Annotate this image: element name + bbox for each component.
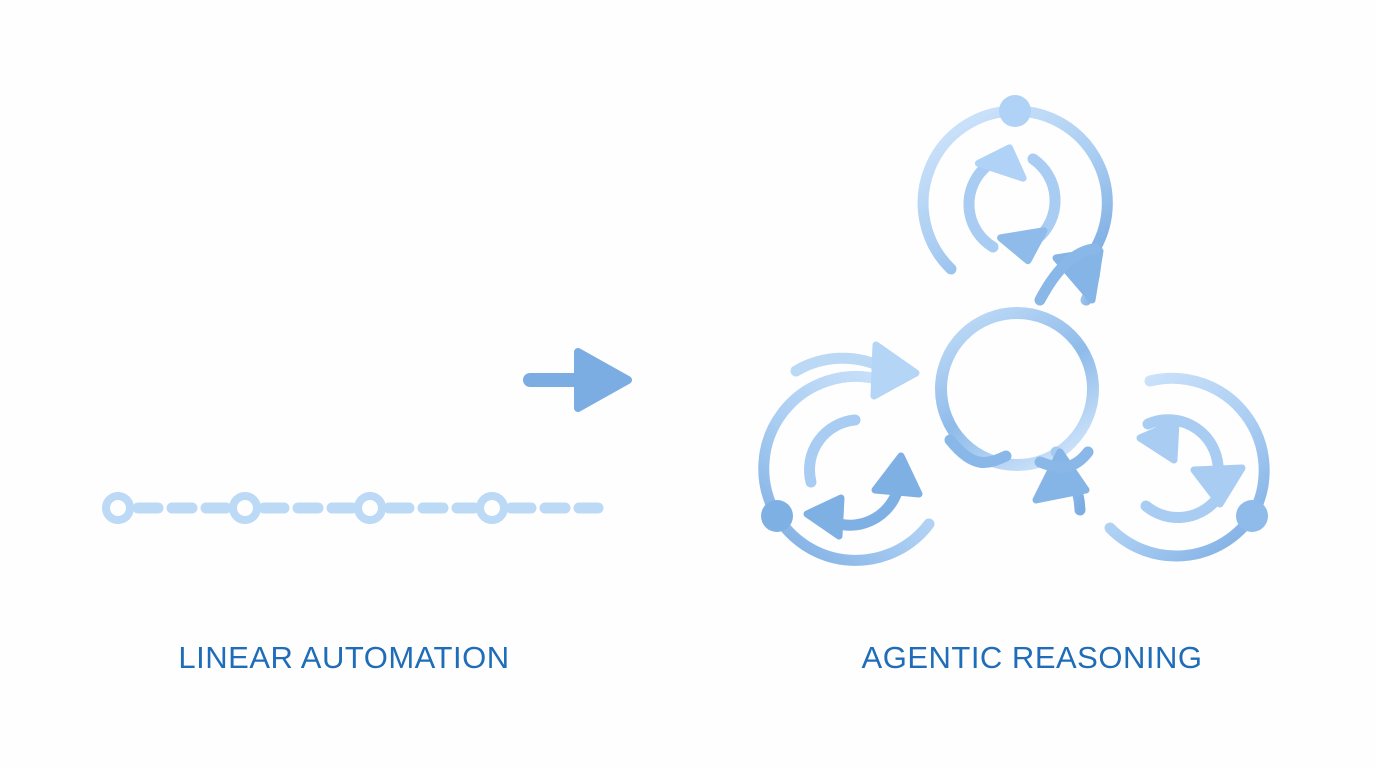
label-linear-automation: LINEAR AUTOMATION xyxy=(178,640,510,675)
loop-bl-node-dot xyxy=(761,500,793,532)
loop-bottom-right xyxy=(1104,372,1270,562)
center-hub-circle xyxy=(935,307,1099,471)
weave-left xyxy=(944,434,1012,468)
hub-ring xyxy=(935,307,1099,471)
loop-top-inner-arrowhead-up xyxy=(974,144,1027,182)
weave-right xyxy=(1034,446,1094,473)
arrowhead-icon xyxy=(574,348,632,412)
loop-bottom-left xyxy=(758,370,935,566)
panel-linear-automation: LINEAR AUTOMATION xyxy=(99,348,632,675)
connector-right-arrowhead-icon xyxy=(1032,448,1090,504)
loop-top xyxy=(917,95,1113,275)
connector-left-to-hub xyxy=(790,341,920,400)
node-circle-icon xyxy=(229,492,261,524)
linear-automation-graphic xyxy=(99,348,632,524)
loop-top-inner-arc-left xyxy=(963,159,999,253)
panel-agentic-reasoning: AGENTIC REASONING xyxy=(688,0,1376,768)
loop-br-inner-arc-upper xyxy=(1142,414,1224,480)
node-circle-icon xyxy=(354,492,386,524)
node-circle-icon xyxy=(102,492,134,524)
loop-bl-outer-ring xyxy=(758,370,935,566)
loop-top-inner-arc-right xyxy=(1027,153,1061,245)
connector-left-arrowhead-icon xyxy=(870,341,920,400)
loop-top-node-dot xyxy=(999,95,1031,127)
loop-top-inner-arrowhead-down xyxy=(997,227,1048,265)
dashed-arrow-track xyxy=(99,348,632,412)
loop-br-inner-arc-lower xyxy=(1140,494,1222,524)
loop-top-outer-ring xyxy=(917,105,1113,275)
weave-top xyxy=(1034,243,1101,306)
loop-br-inner-arrowhead-left xyxy=(1136,418,1180,464)
loop-bl-inner-arrowhead-left xyxy=(803,494,845,540)
connector-left-arc xyxy=(790,352,890,377)
loop-bl-inner-arrowhead-up xyxy=(871,452,923,498)
hub-weave-strokes xyxy=(944,243,1101,473)
dotted-node-track xyxy=(102,492,604,524)
loop-bl-inner-arc-upper xyxy=(803,414,861,488)
loop-br-outer-ring xyxy=(1104,372,1270,562)
loop-br-node-dot xyxy=(1236,500,1268,532)
agentic-reasoning-graphic xyxy=(758,95,1270,566)
node-circle-icon xyxy=(476,492,508,524)
label-agentic-reasoning: AGENTIC REASONING xyxy=(861,640,1203,675)
loop-br-inner-arrowhead-down xyxy=(1190,464,1246,508)
connector-right-to-hub xyxy=(1032,446,1090,516)
